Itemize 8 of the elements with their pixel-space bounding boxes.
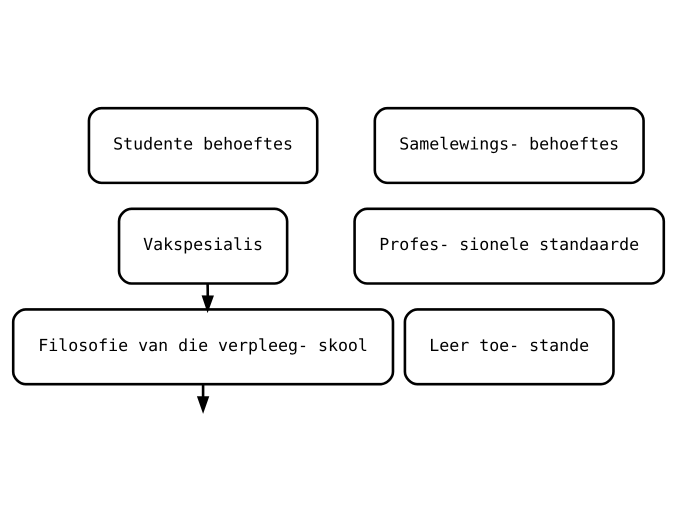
node-box: Profes- sionele standaarde bbox=[353, 207, 666, 284]
node-box: Vakspesialis bbox=[118, 207, 288, 284]
arrow bbox=[202, 283, 214, 313]
node-box: Studente behoeftes bbox=[88, 106, 319, 184]
node-box: Filosofie van die verpleeg- skool bbox=[12, 308, 394, 385]
node-box: Samelewings- behoeftes bbox=[374, 106, 645, 184]
node-box: Leer toe- stande bbox=[404, 308, 615, 385]
arrow bbox=[196, 384, 210, 414]
